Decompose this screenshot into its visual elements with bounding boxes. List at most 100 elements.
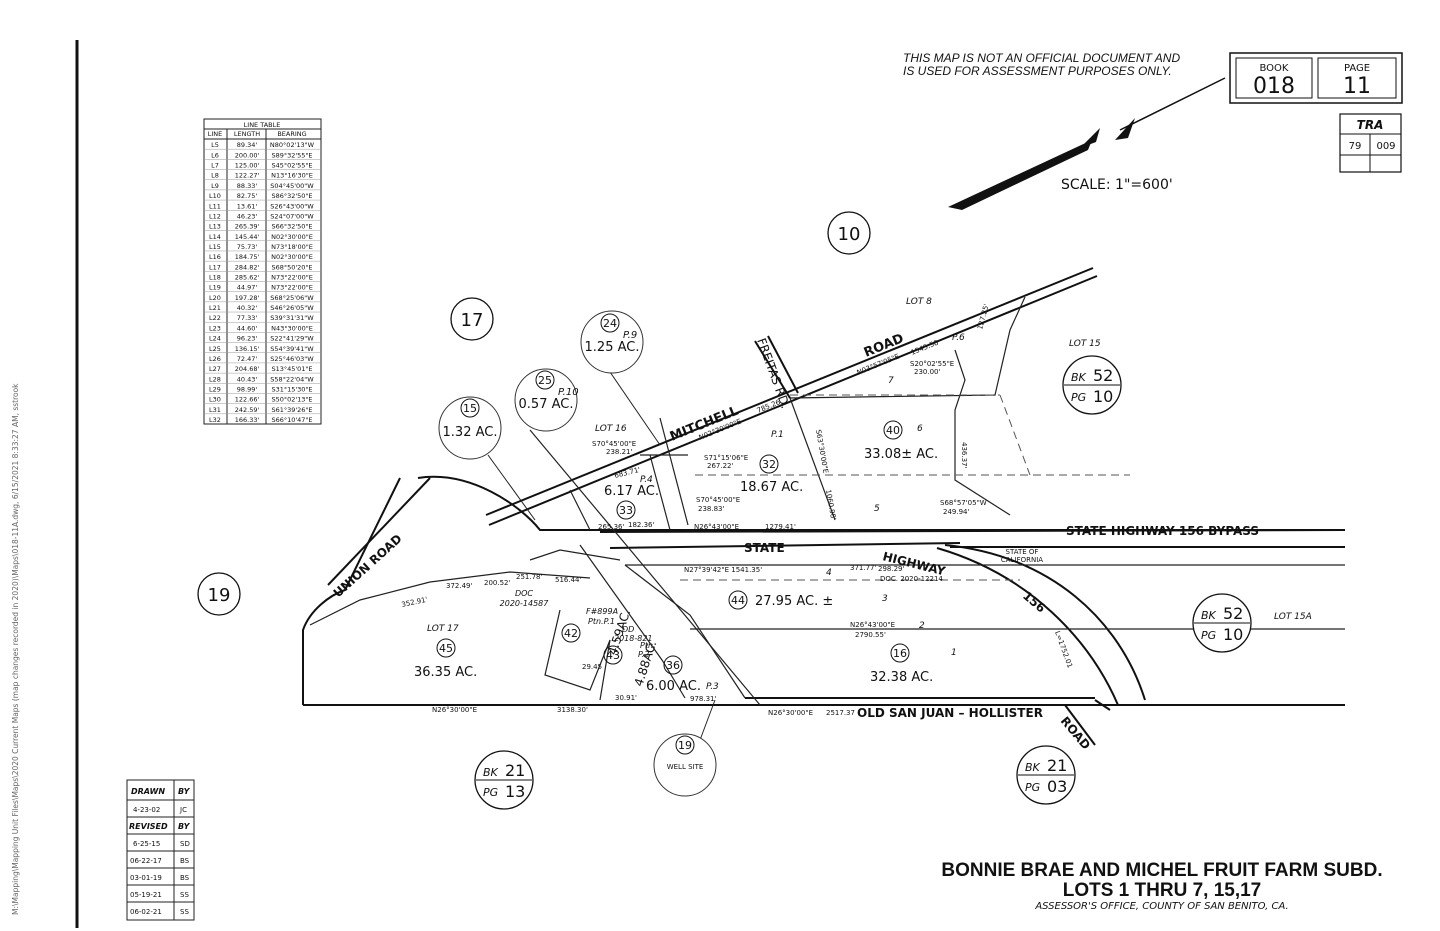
lot-number-3: 3: [882, 594, 888, 604]
line-bearing-cell: S86°32'50"E: [271, 192, 312, 200]
parcel-15-acres: 1.32 AC.: [443, 425, 498, 440]
line-bearing-cell: S68°50'20"E: [271, 263, 312, 271]
line-length-cell: 89.34': [237, 141, 258, 149]
page-label: PAGE: [1344, 63, 1370, 74]
parcel-33[interactable]: 33 6.17 AC.: [604, 484, 659, 520]
line-bearing-cell: S46°26'05"W: [270, 304, 314, 312]
map-page-19[interactable]: 19: [197, 572, 241, 616]
lot-number-6: 6: [917, 424, 923, 434]
parcel-24[interactable]: 24 P.9 1.25 AC.: [580, 310, 644, 374]
drawn-by: JC: [179, 806, 187, 814]
doc-number: 2020-14587: [500, 599, 550, 608]
dim-s70-2: S70°45'00"E: [696, 496, 740, 504]
line-table-header-bearing: BEARING: [277, 130, 306, 138]
mitchell-road-south-edge: [488, 275, 1098, 526]
line-id-cell: L8: [211, 172, 219, 180]
dimension-labels: 785.26 N02°30'00"E S70°45'00"E 238.21' 6…: [401, 303, 1074, 717]
dim-1279: 1279.41': [765, 523, 796, 531]
line-length-cell: 72.47': [237, 355, 258, 363]
ptn-label: Ptn.: [640, 641, 656, 650]
book-ref-21-03[interactable]: BK 21 PG 03: [1016, 745, 1076, 805]
line-length-cell: 44.60': [237, 324, 258, 332]
line-length-cell: 122.27': [235, 172, 260, 180]
line-id-cell: L17: [209, 263, 221, 271]
svg-text:PG: PG: [483, 786, 498, 799]
line-id-cell: L6: [211, 151, 219, 159]
parcel-40[interactable]: 40 33.08± AC.: [864, 420, 938, 462]
line-bearing-cell: S45°02'55"E: [271, 162, 312, 170]
svg-text:PG: PG: [1025, 781, 1040, 794]
parcel-19-well-site[interactable]: 19 WELL SITE: [653, 733, 717, 797]
disclaimer-line-2: IS USED FOR ASSESSMENT PURPOSES ONLY.: [903, 64, 1172, 78]
north-arrow-icon: [948, 77, 1226, 210]
line-id-cell: L10: [209, 192, 221, 200]
lot-8-label: LOT 8: [906, 297, 932, 307]
mitchell-road-north-edge: [485, 267, 1094, 516]
dim-200: 200.52': [484, 579, 510, 587]
line-id-cell: L29: [209, 385, 221, 393]
line-length-cell: 77.33': [237, 314, 258, 322]
ptn-p1-label: Ptn.P.1: [588, 617, 615, 626]
rev-by-4: SS: [180, 891, 189, 899]
line-id-cell: L26: [209, 355, 221, 363]
hwy-156-label: 156: [1020, 589, 1048, 616]
line-length-cell: 122.66': [235, 396, 260, 404]
lot-number-2: 2: [919, 621, 925, 631]
bk-number: 21: [505, 761, 525, 780]
parcel-45[interactable]: 45 36.35 AC.: [414, 638, 477, 680]
line-id-cell: L32: [209, 416, 221, 424]
line-bearing-cell: N73°18'00"E: [271, 243, 313, 251]
dd-label: DD: [622, 625, 634, 634]
parcel-15-number: 15: [463, 402, 477, 415]
line-length-cell: 40.32': [237, 304, 258, 312]
book-ref-52-10-b[interactable]: BK 52 PG 10: [1192, 593, 1252, 653]
parcel-24-acres: 1.25 AC.: [585, 340, 640, 355]
map-page-17-label: 17: [461, 310, 484, 331]
line-table-header-length: LENGTH: [234, 130, 260, 138]
dd-number: 2018-821: [614, 634, 653, 643]
drawn-label: DRAWN: [131, 787, 165, 796]
map-page-10[interactable]: 10: [827, 211, 871, 255]
map-title-line-1: BONNIE BRAE AND MICHEL FRUIT FARM SUBD.: [941, 860, 1382, 881]
book-ref-52-10-a[interactable]: BK 52 PG 10: [1062, 355, 1122, 415]
parcel-25[interactable]: 25 P.10 0.57 AC.: [514, 368, 579, 432]
line-length-cell: 82.75': [237, 192, 258, 200]
line-id-cell: L18: [209, 274, 221, 282]
line-length-cell: 145.44': [235, 233, 260, 241]
map-page-17[interactable]: 17: [450, 297, 494, 341]
parcel-16[interactable]: 16 32.38 AC.: [870, 643, 933, 685]
parcel-15[interactable]: 15 1.32 AC.: [438, 396, 502, 460]
dim-29: 29.45: [582, 663, 602, 671]
lot-number-7: 7: [888, 376, 894, 386]
line-id-cell: L28: [209, 375, 221, 383]
parcel-32[interactable]: 32 18.67 AC.: [740, 454, 803, 495]
line-bearing-cell: S22°41'29"W: [270, 335, 314, 343]
state-of-label: STATE OF: [1006, 548, 1039, 556]
parcel-36[interactable]: 36 6.00 AC.: [646, 655, 701, 694]
rev-by-2: BS: [180, 857, 190, 865]
bk-number: 52: [1093, 366, 1113, 385]
parcel-44[interactable]: 44 27.95 AC. ±: [728, 590, 833, 610]
lot-number-1: 1: [951, 648, 957, 658]
dim-267: 267.22': [707, 462, 733, 470]
line-length-cell: 204.68': [235, 365, 260, 373]
book-ref-21-13[interactable]: BK 21 PG 13: [474, 750, 534, 810]
line-id-cell: L30: [209, 396, 221, 404]
dim-298: 298.29': [878, 565, 904, 573]
dim-516: 516.44': [555, 576, 581, 584]
line-bearing-cell: S26°43'00"W: [270, 202, 314, 210]
by-label-2: BY: [178, 822, 191, 831]
line-id-cell: L19: [209, 284, 221, 292]
pg-number: 03: [1047, 777, 1067, 796]
p2-label: P.2: [638, 650, 649, 659]
line-bearing-cell: S66°32'50"E: [271, 223, 312, 231]
line-length-cell: 88.33': [237, 182, 258, 190]
